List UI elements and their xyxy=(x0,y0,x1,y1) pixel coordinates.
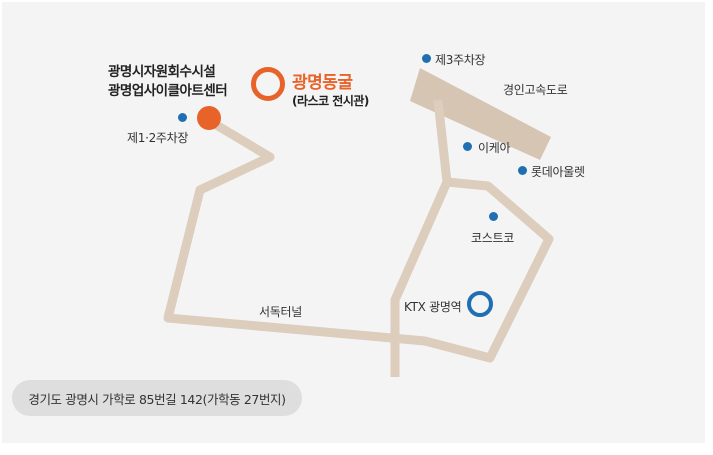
ktx-station-label: KTX 광명역 xyxy=(404,300,462,314)
parking-12-label: 제1·2주차장 xyxy=(127,131,189,145)
parking-12-marker-icon[interactable] xyxy=(178,113,187,122)
facility-label-line1: 광명시자원회수시설 xyxy=(108,64,216,80)
road-west-tunnel xyxy=(163,115,495,363)
road-station-loop xyxy=(446,177,554,360)
lotte-outlet-label: 롯데아울렛 xyxy=(531,165,585,179)
address-text: 경기도 광명시 가학로 85번길 142(가학동 27번지) xyxy=(28,391,286,407)
expressway-road xyxy=(410,68,551,160)
road-north-south xyxy=(390,99,452,377)
facility-marker-icon[interactable] xyxy=(197,106,221,130)
facility-label-line2: 광명업사이클아트센터 xyxy=(108,83,228,99)
facility-label: 광명시자원회수시설 광명업사이클아트센터 xyxy=(108,63,228,101)
ktx-station-marker-icon[interactable] xyxy=(467,291,493,317)
expressway-label: 경인고속도로 xyxy=(503,83,568,97)
map-background xyxy=(2,2,705,443)
cave-subtitle-label: (라스코 전시관) xyxy=(292,94,369,108)
costco-label: 코스트코 xyxy=(471,231,514,245)
costco-marker-icon[interactable] xyxy=(489,212,498,221)
ikea-label: 이케아 xyxy=(478,141,511,155)
parking-3-label: 제3주차장 xyxy=(435,53,486,67)
cave-marker-icon[interactable] xyxy=(251,67,285,101)
lotte-outlet-marker-icon[interactable] xyxy=(518,166,527,175)
parking-3-marker-icon[interactable] xyxy=(422,54,431,63)
ikea-marker-icon[interactable] xyxy=(463,142,472,151)
cave-name-label: 광명동굴 xyxy=(292,73,353,93)
tunnel-label: 서독터널 xyxy=(259,305,302,319)
address-badge: 경기도 광명시 가학로 85번길 142(가학동 27번지) xyxy=(12,380,302,416)
